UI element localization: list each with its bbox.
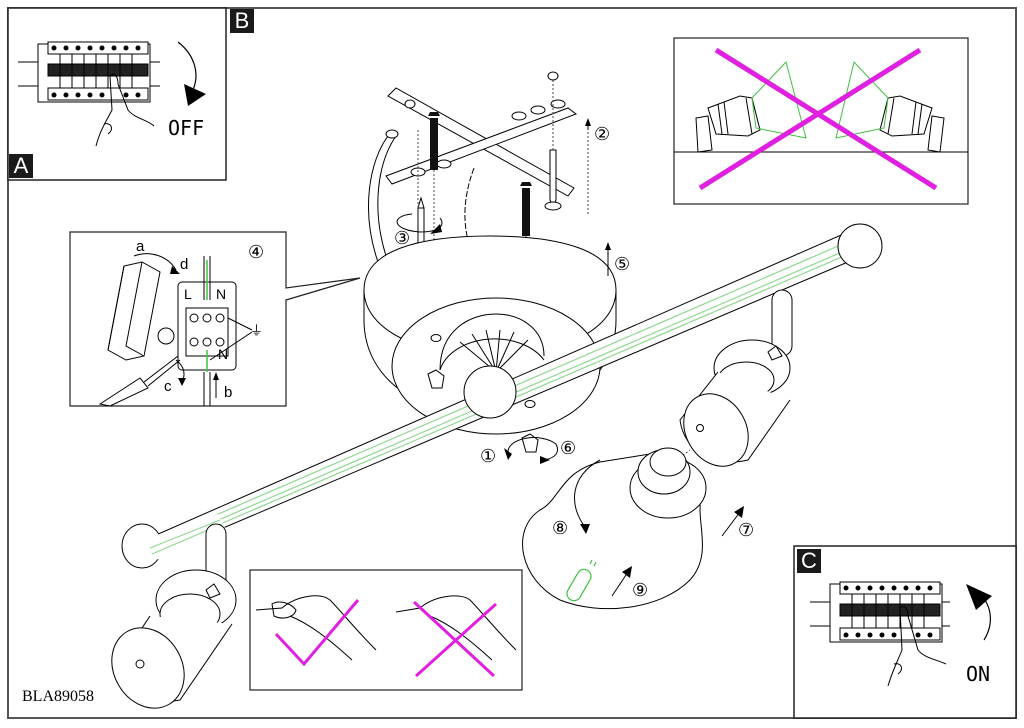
spotlight-left — [111, 523, 237, 709]
panel-bulb-handling — [249, 569, 523, 691]
model-code: BLA89058 — [22, 688, 94, 705]
badge-b: B — [230, 9, 254, 33]
screwdriver-icon — [98, 355, 181, 407]
step-6-label: ⑥ — [560, 438, 577, 459]
screw-icon — [417, 112, 562, 249]
step-7-label: ⑦ — [738, 520, 755, 541]
hand-holding-bulb-bare — [395, 595, 517, 661]
on-label: ON — [966, 662, 991, 686]
mounting-bracket — [385, 87, 578, 197]
terminal-neutral-label: N — [216, 286, 227, 302]
hand-icon — [887, 605, 947, 687]
cross-mark-icon — [412, 600, 496, 678]
step-1-label: ① — [480, 446, 497, 467]
step-9-label: ⑨ — [632, 580, 649, 601]
earth-icon: ⏚ — [250, 323, 264, 338]
off-label: OFF — [168, 116, 205, 140]
badge-c: C — [797, 549, 821, 573]
halogen-bulb-icon — [566, 559, 597, 602]
step-5-label: ⑤ — [614, 254, 631, 275]
spotlight-left-icon — [695, 95, 761, 153]
spotlight-right-icon — [879, 95, 945, 153]
terminal-live-label: L — [184, 286, 192, 302]
step-2-label: ② — [594, 124, 611, 145]
panel-c-switch-on — [793, 545, 1017, 719]
hand-holding-bulb-with-cloth — [255, 595, 377, 661]
panel-wiring — [69, 231, 361, 407]
wiring-label-d: d — [180, 256, 189, 273]
lamp-shade — [522, 447, 707, 610]
step-4-label: ④ — [248, 242, 265, 263]
arrow-up-icon — [966, 584, 992, 610]
step-8-label: ⑧ — [552, 518, 569, 539]
outer-frame — [7, 7, 1017, 719]
terminal-cover-icon — [107, 261, 161, 361]
circuit-breaker-icon — [810, 581, 950, 643]
hand-icon — [95, 73, 155, 147]
spotlight-right — [679, 289, 793, 467]
nut-icon — [521, 433, 539, 453]
light-beam-left — [751, 61, 807, 139]
terminal-neutral-bottom-label: N — [218, 346, 229, 362]
step-3-label: ③ — [394, 228, 411, 249]
nut-icon — [427, 369, 445, 389]
arrow-down-icon — [184, 84, 206, 106]
spotlight-bar — [121, 223, 883, 569]
panel-b-switch-off — [7, 7, 227, 181]
check-mark-icon — [274, 599, 360, 667]
wiring-label-a: a — [136, 238, 145, 255]
terminal-block-icon — [157, 256, 237, 406]
panel-wrong-orientation — [673, 37, 969, 205]
wiring-label-c: c — [164, 378, 172, 395]
wiring-label-b: b — [224, 384, 233, 401]
light-beam-right — [835, 60, 889, 139]
circuit-breaker-icon — [18, 41, 160, 103]
cross-mark-icon — [714, 47, 938, 191]
badge-a: A — [9, 154, 33, 178]
